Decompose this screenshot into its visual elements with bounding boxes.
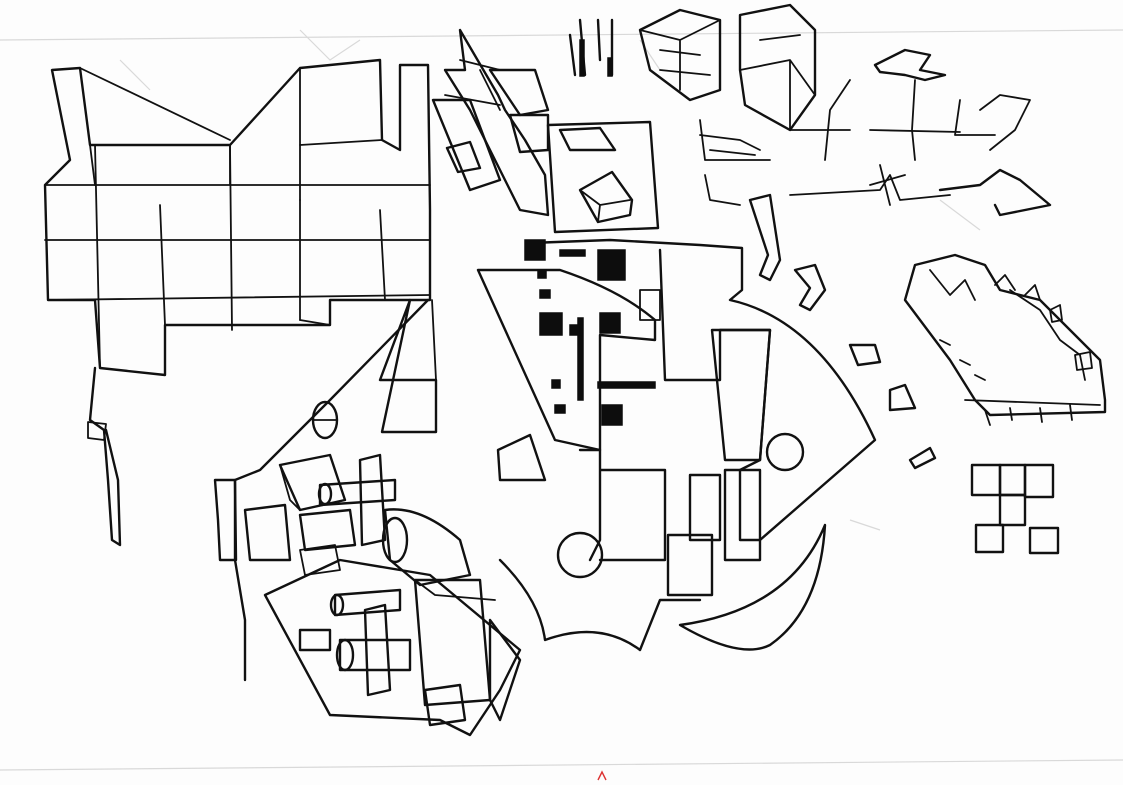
- checker-grid: [970, 463, 1060, 555]
- right-loop-plan: [903, 253, 1107, 426]
- left-grid-volume: [43, 58, 432, 547]
- central-fan-plan: [476, 238, 877, 542]
- lower-left-assemblage: [243, 453, 522, 737]
- top-right-figures: [699, 48, 1052, 217]
- paper-texture: [0, 29, 1123, 781]
- small-pods: [311, 400, 339, 440]
- top-angled-blocks: [431, 18, 614, 217]
- central-strut: [213, 298, 438, 682]
- crescent-and-fragments: [678, 193, 937, 651]
- central-plaza-square: [546, 120, 660, 234]
- lower-center-towers: [496, 328, 805, 652]
- top-cube-cluster: [638, 3, 817, 132]
